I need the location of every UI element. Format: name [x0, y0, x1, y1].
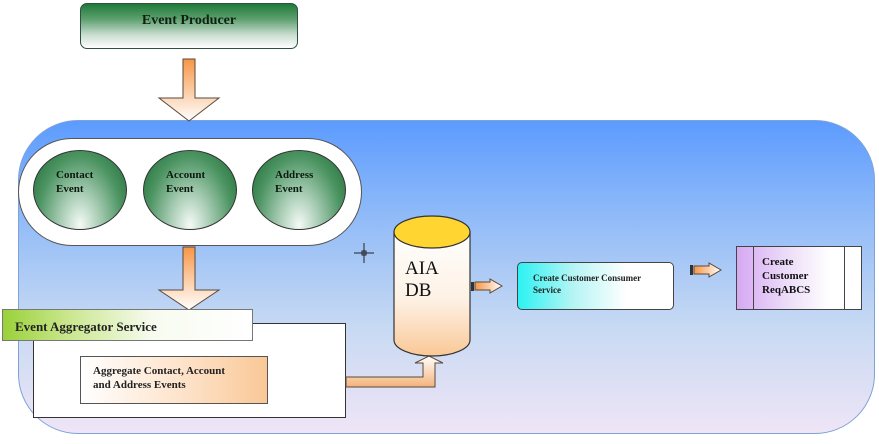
arrow-down-events [157, 246, 221, 311]
create-customer-consumer-service: Create Customer Consumer Service [517, 262, 674, 310]
event-aggregator-title: Event Aggregator Service [2, 309, 253, 341]
aia-db-label: AIA DB [405, 258, 465, 302]
event-producer-label: Event Producer [141, 13, 237, 28]
consumer-line1: Create Customer Consumer [533, 273, 642, 283]
address-event-node: Address Event [252, 150, 346, 230]
account-event-line2: Event [166, 183, 194, 195]
arrow-db-to-consumer [471, 278, 503, 294]
address-event-line1: Address [275, 169, 314, 181]
reqabcs-left-bar [753, 247, 754, 309]
consumer-line2: Service [533, 285, 561, 295]
reqabcs-line3: ReqABCS [762, 284, 811, 296]
create-customer-reqabcs-box: Create Customer ReqABCS [736, 246, 862, 310]
event-producer-box: Event Producer [80, 3, 298, 49]
contact-event-node: Contact Event [33, 150, 127, 230]
arrow-aggregator-to-db [345, 355, 444, 388]
arrow-down-producer [157, 58, 221, 122]
account-event-node: Account Event [143, 150, 237, 230]
reqabcs-right-bar [844, 247, 845, 309]
aggregate-events-task: Aggregate Contact, Account and Address E… [80, 356, 268, 404]
account-event-line1: Account [166, 169, 206, 181]
contact-event-line1: Contact [56, 169, 94, 181]
aia-db-line1: AIA [405, 258, 439, 279]
contact-event-line2: Event [56, 183, 84, 195]
reqabcs-label: Create Customer ReqABCS [762, 255, 810, 297]
aggregate-task-line2: and Address Events [93, 379, 186, 391]
address-event-line2: Event [275, 183, 303, 195]
crosshair-cursor-icon [354, 243, 374, 263]
aia-db-cylinder [393, 215, 471, 357]
reqabcs-line2: Customer [762, 270, 809, 282]
aggregate-task-line1: Aggregate Contact, Account [93, 365, 226, 377]
aia-db-line2: DB [405, 280, 432, 301]
reqabcs-line1: Create [762, 256, 794, 268]
arrow-consumer-to-reqabcs [690, 262, 722, 278]
